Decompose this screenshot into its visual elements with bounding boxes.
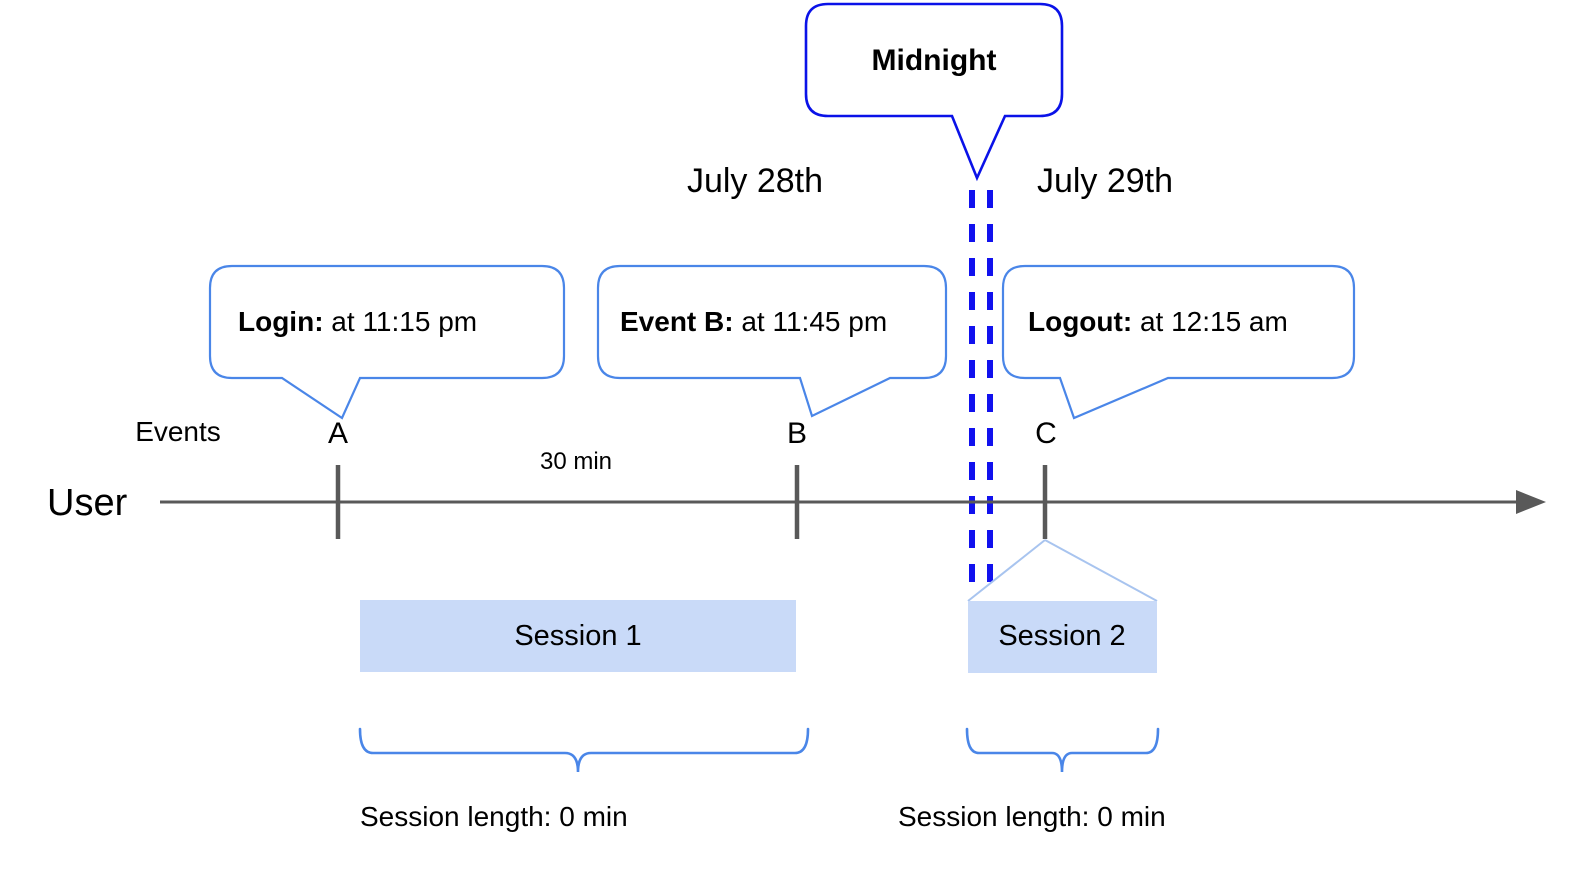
callout-login-text: Login: at 11:15 pm: [238, 306, 477, 337]
callout-login-detail: at 11:15 pm: [324, 306, 478, 337]
session-1-brace-path: [358, 727, 810, 773]
session-2-brace: [965, 727, 1160, 773]
date-label-july-28: July 28th: [687, 162, 823, 200]
marker-label-b: B: [787, 417, 807, 450]
session-2-box: [968, 601, 1157, 673]
session-1-block: Session 1: [360, 600, 796, 672]
timeline-axis: User: [47, 465, 1546, 539]
callout-logout: Logout: at 12:15 am: [1001, 264, 1356, 420]
callout-logout-detail: at 12:15 am: [1132, 306, 1288, 337]
callout-login-shape: [208, 264, 566, 420]
session-2-wedge-left: [967, 539, 1046, 602]
session-1-brace: [358, 727, 810, 773]
callout-eventb-name: Event B:: [620, 306, 734, 337]
midnight-divider: [969, 190, 993, 588]
callout-eventb-shape: [596, 264, 948, 418]
midnight-label: Midnight: [872, 44, 997, 77]
session-1-label: Session 1: [514, 620, 641, 652]
session-2-length-label: Session length: 0 min: [898, 801, 1166, 832]
session-2-brace-path: [965, 727, 1160, 773]
timeline-arrow-icon: [1516, 490, 1546, 514]
duration-label-30min: 30 min: [540, 448, 612, 475]
date-label-july-29: July 29th: [1037, 162, 1173, 200]
midnight-callout-shape: [804, 2, 1064, 182]
session-2-block: Session 2: [968, 601, 1157, 673]
session-1-box: [360, 600, 796, 672]
events-row-label: Events: [135, 416, 221, 447]
session-1-length-label: Session length: 0 min: [360, 801, 628, 832]
user-lane-label: User: [47, 482, 128, 524]
session-2-wedge-right: [1044, 539, 1158, 602]
session-2-wedge: [967, 539, 1158, 602]
callout-eventb-detail: at 11:45 pm: [734, 306, 888, 337]
callout-login: Login: at 11:15 pm: [208, 264, 566, 420]
callout-logout-shape: [1001, 264, 1356, 420]
callout-eventb-text: Event B: at 11:45 pm: [620, 306, 887, 337]
callout-logout-name: Logout:: [1028, 306, 1132, 337]
session-2-label: Session 2: [998, 620, 1125, 652]
callout-login-name: Login:: [238, 306, 324, 337]
marker-label-a: A: [328, 417, 348, 450]
callout-eventb: Event B: at 11:45 pm: [596, 264, 948, 418]
marker-label-c: C: [1035, 417, 1057, 450]
callout-logout-text: Logout: at 12:15 am: [1028, 306, 1288, 337]
midnight-callout: Midnight: [804, 2, 1064, 182]
